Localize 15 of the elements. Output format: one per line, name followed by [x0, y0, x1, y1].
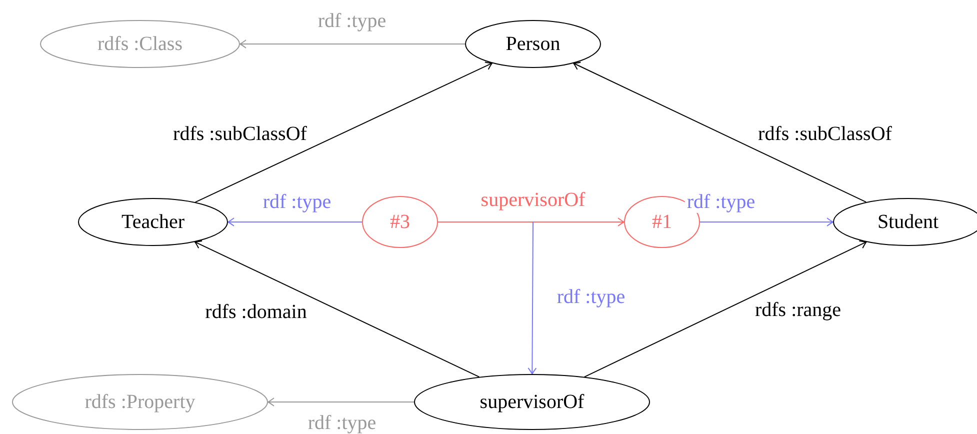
node-label: Person — [506, 32, 560, 56]
edge-label: rdf :type — [260, 191, 334, 213]
edge-label: supervisorOf — [478, 189, 588, 211]
node-label: #3 — [390, 210, 410, 234]
node-label: supervisorOf — [480, 390, 584, 414]
edge-label: rdf :type — [306, 412, 378, 434]
node-label: #1 — [652, 210, 672, 234]
node-label: rdfs :Property — [84, 390, 196, 414]
edge-label: rdfs :range — [752, 299, 844, 321]
edge-label: rdf :type — [316, 10, 388, 32]
node-label: Student — [877, 210, 939, 234]
node-label: Teacher — [122, 210, 184, 234]
edge-label: rdf :type — [554, 286, 628, 308]
edge-label: rdf :type — [684, 191, 758, 213]
node-label: rdfs :Class — [98, 32, 182, 56]
